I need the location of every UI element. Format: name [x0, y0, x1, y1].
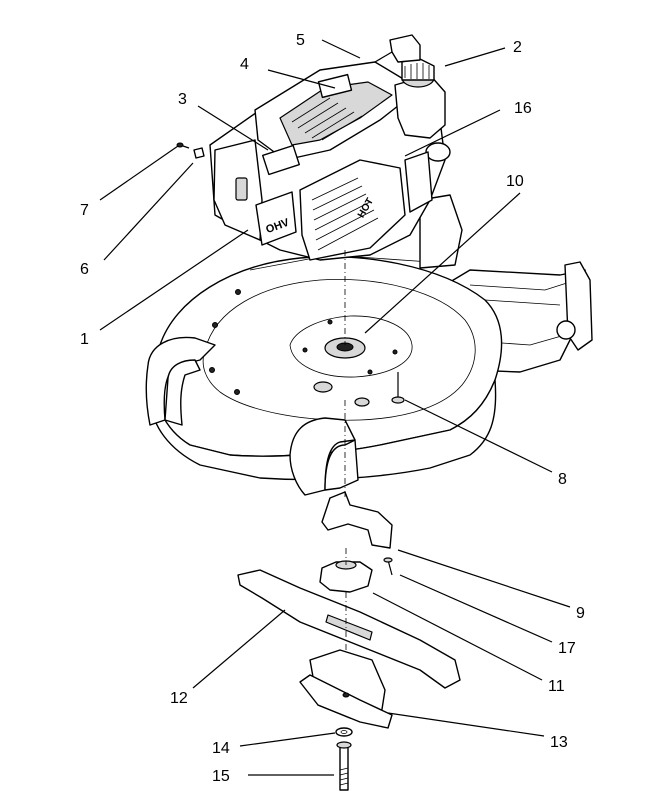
deck-bolt-part-8 [391, 372, 405, 404]
callout-4: 4 [240, 56, 249, 73]
fuel-tank-part-2 [394, 57, 446, 139]
callout-12: 12 [170, 690, 188, 707]
clip-part-6 [193, 147, 205, 159]
callout-13: 13 [550, 734, 568, 751]
callout-3: 3 [178, 91, 187, 108]
washer-part-14 [335, 727, 353, 737]
callout-9: 9 [576, 605, 585, 622]
baffle-bracket-part-9 [321, 400, 393, 549]
callout-2: 2 [513, 39, 522, 56]
blade-part-12 [237, 569, 461, 689]
callout-17: 17 [558, 640, 576, 657]
callout-8: 8 [558, 471, 567, 488]
callout-11: 11 [548, 678, 565, 695]
blade-adapter-part-11 [319, 548, 373, 593]
callout-7: 7 [80, 202, 89, 219]
screw-part-7 [176, 142, 190, 149]
engine: OHV HOT [176, 34, 451, 345]
callout-5: 5 [296, 32, 305, 49]
callout-numbers: 5 2 4 3 16 10 7 6 1 8 9 17 11 12 13 14 1… [80, 32, 585, 785]
spark-plug-wire-part-5 [374, 34, 421, 63]
callout-14: 14 [212, 740, 230, 757]
callout-15: 15 [212, 768, 230, 785]
mulch-plate-part-13 [299, 649, 393, 729]
callout-1: 1 [80, 331, 89, 348]
callout-16: 16 [514, 100, 532, 117]
mower-deck [145, 194, 593, 496]
blade-bolt-part-15 [336, 741, 352, 791]
callout-10: 10 [506, 173, 524, 190]
callout-6: 6 [80, 261, 89, 278]
leader-lines [99, 39, 571, 776]
screw-part-17 [383, 557, 393, 576]
